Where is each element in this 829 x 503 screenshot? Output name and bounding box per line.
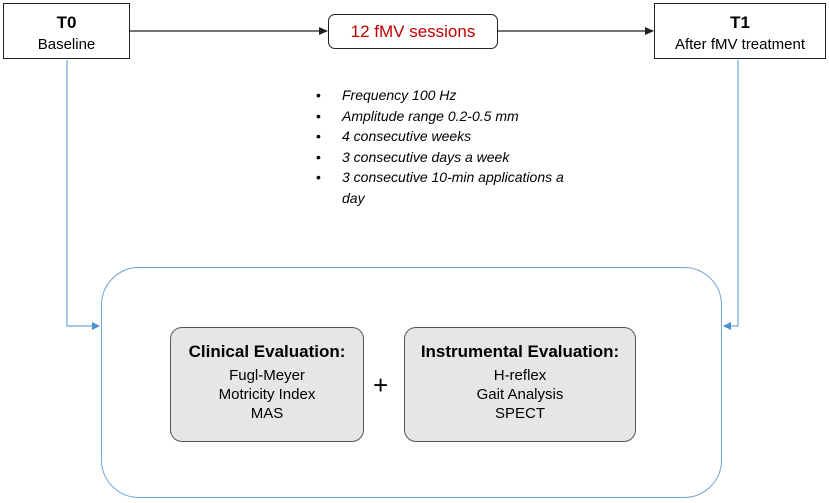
instrumental-evaluation-box: Instrumental Evaluation: H-reflex Gait A… [404, 327, 636, 442]
instrumental-item: SPECT [494, 405, 545, 422]
clinical-evaluation-box: Clinical Evaluation: Fugl-Meyer Motricit… [170, 327, 364, 442]
arrow-t0-to-evaluation [66, 60, 100, 330]
protocol-item: Frequency 100 Hz [312, 85, 572, 106]
clinical-item: Fugl-Meyer [229, 367, 305, 384]
protocol-list: Frequency 100 Hz Amplitude range 0.2-0.5… [312, 85, 572, 208]
t0-title: T0 [56, 13, 77, 32]
t1-title: T1 [730, 13, 750, 32]
t0-baseline-box: T0 Baseline [3, 3, 130, 59]
instrumental-item: H-reflex [493, 367, 547, 384]
protocol-item: 3 consecutive 10-min applications a day [312, 167, 572, 208]
clinical-item: MAS [250, 405, 284, 422]
clinical-item: Motricity Index [218, 386, 316, 403]
instrumental-evaluation-title: Instrumental Evaluation: [420, 342, 620, 361]
protocol-item: 4 consecutive weeks [312, 126, 572, 147]
t1-after-treatment-box: T1 After fMV treatment [654, 3, 826, 59]
clinical-evaluation-title: Clinical Evaluation: [188, 342, 346, 361]
arrow-t1-to-evaluation [723, 60, 739, 330]
protocol-item: 3 consecutive days a week [312, 147, 572, 168]
protocol-item: Amplitude range 0.2-0.5 mm [312, 106, 572, 127]
instrumental-item: Gait Analysis [476, 386, 564, 403]
t0-subtitle: Baseline [37, 36, 96, 53]
sessions-box: 12 fMV sessions [328, 14, 498, 49]
t1-subtitle: After fMV treatment [674, 36, 806, 53]
evaluation-container [101, 267, 722, 498]
plus-sign: + [373, 370, 389, 400]
